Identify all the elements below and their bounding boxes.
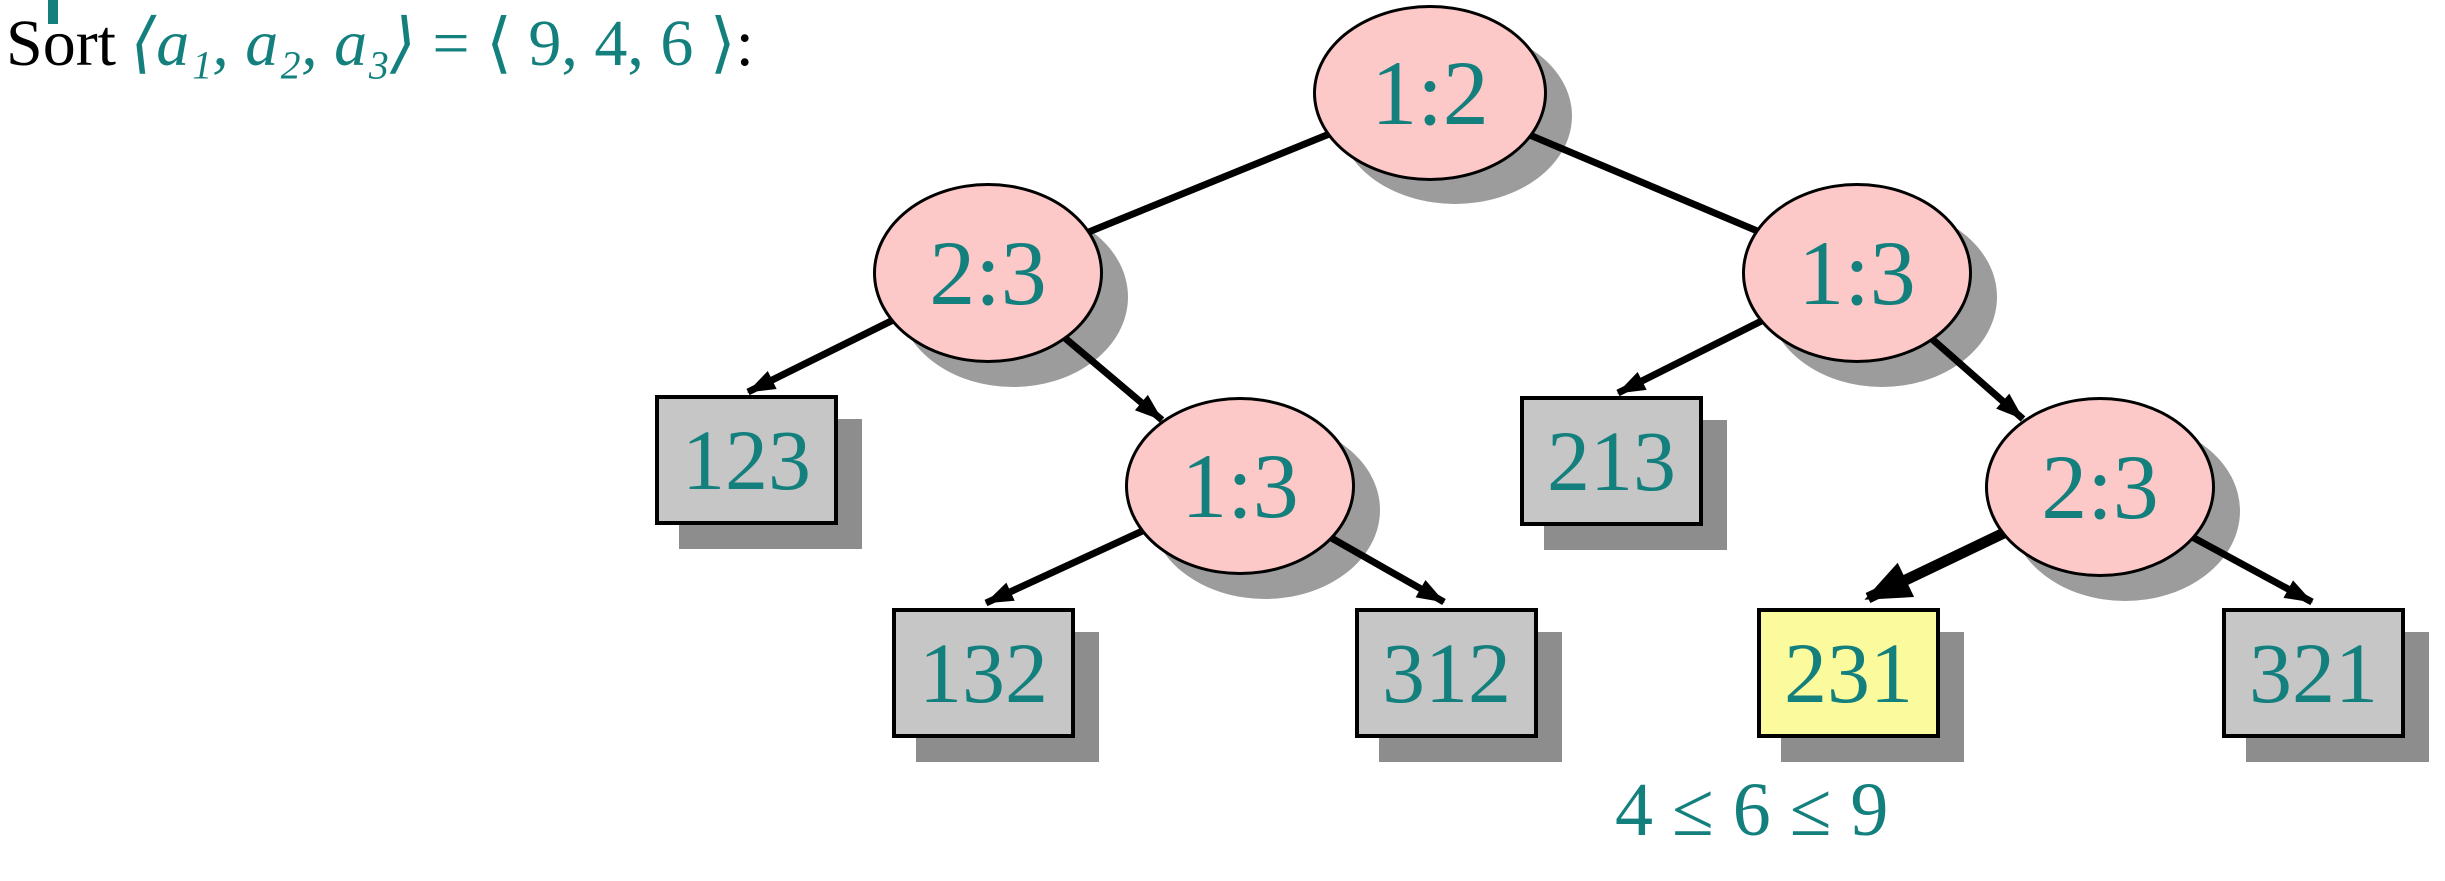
leaf-node-label: 213: [1547, 413, 1676, 509]
leaf-node-label: 312: [1382, 625, 1511, 721]
leaf-node-213: 213: [1520, 396, 1703, 526]
comparison-node-right-right: 2:3: [1985, 397, 2215, 577]
title-sort-label: Sort: [6, 7, 117, 80]
leaf-node-231-highlighted: 231: [1757, 608, 1940, 738]
comparison-node-root: 1:2: [1313, 5, 1547, 181]
comparison-node-label: 1:3: [1798, 222, 1916, 324]
leaf-node-312: 312: [1355, 608, 1538, 738]
comparison-node-left-right: 1:3: [1125, 397, 1355, 575]
leaf-node-label: 123: [682, 412, 811, 508]
comparison-node-label: 2:3: [2041, 436, 2159, 538]
title-sequence-values: ⟨ 9, 4, 6 ⟩: [486, 7, 736, 80]
cursor-tick: [48, 0, 58, 24]
comparison-node-right: 1:3: [1742, 183, 1972, 363]
comparison-node-label: 1:3: [1181, 435, 1299, 537]
title-sequence-vars: ⟨a₁, a₂, a₃⟩: [130, 7, 416, 80]
leaf-node-label: 321: [2249, 625, 2378, 721]
leaf-node-label: 231: [1784, 625, 1913, 721]
annotation-result: 4 ≤ 6 ≤ 9: [1615, 768, 1889, 852]
leaf-node-321: 321: [2222, 608, 2405, 738]
comparison-node-label: 1:2: [1371, 42, 1489, 144]
comparison-node-label: 2:3: [929, 222, 1047, 324]
title-colon: :: [735, 7, 754, 80]
leaf-node-label: 132: [919, 625, 1048, 721]
leaf-node-132: 132: [892, 608, 1075, 738]
comparison-node-left: 2:3: [873, 183, 1103, 363]
title-equals: =: [415, 7, 487, 80]
leaf-node-123: 123: [655, 395, 838, 525]
page-title: Sort⟨a₁, a₂, a₃⟩ = ⟨ 9, 4, 6 ⟩:: [6, 6, 754, 82]
